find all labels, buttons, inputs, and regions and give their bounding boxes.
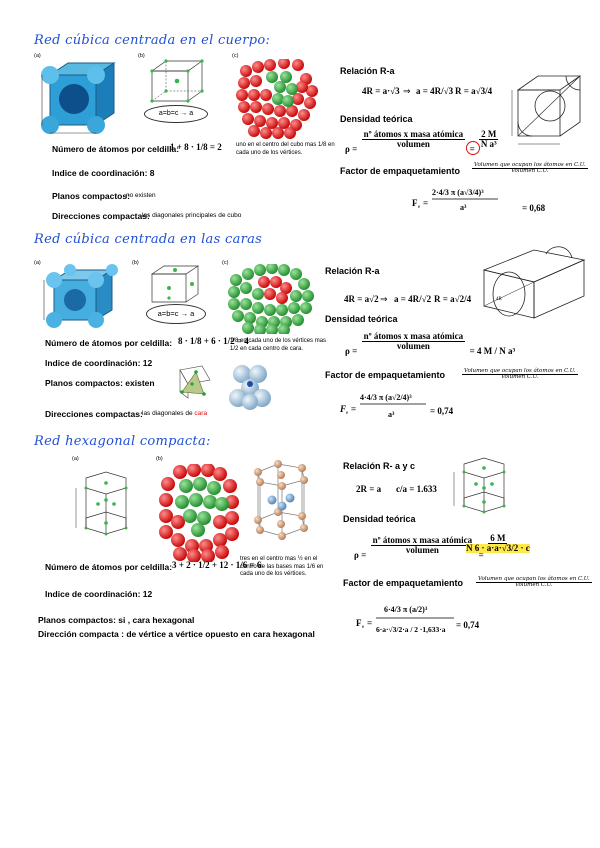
density-rhs: = 4 M / N a³ bbox=[470, 346, 516, 356]
section1-relation-formula-2: a = 4R/√3 bbox=[416, 86, 453, 96]
density-rhs-denominator: N 6 · a·a·√3/2 · c bbox=[466, 544, 530, 553]
section1-density-title: Densidad teórica bbox=[340, 114, 413, 124]
density-denominator: volumen bbox=[406, 546, 439, 555]
section1-atoms-label: Número de átomos por celdilla: bbox=[52, 144, 179, 154]
section1-relation-formula-1: 4R = a·√3 bbox=[362, 86, 400, 96]
lattice-parameter-label: a=b=c → a bbox=[144, 105, 208, 123]
section1-coordination: Indice de coordinación: 8 bbox=[52, 168, 155, 178]
section3-directions: Dirección compacta : de vértice a vértic… bbox=[38, 629, 315, 639]
section2-packing-title: Factor de empaquetamiento bbox=[325, 370, 445, 380]
figure-label: (b) bbox=[132, 260, 139, 266]
section3-relation-formula-2: c/a = 1.633 bbox=[396, 484, 437, 494]
svg-text:4·4/3 π (a√2/4)³: 4·4/3 π (a√2/4)³ bbox=[360, 393, 412, 402]
section1-directions-label: Direcciones compactas: bbox=[52, 211, 150, 221]
svg-text:a³: a³ bbox=[460, 203, 467, 212]
section3-packing-formula: F e = 6·4/3 π (a/2)³ 6·a·√3/2·a / 2 ·1,6… bbox=[356, 596, 456, 651]
section2-atoms-formula: 8 · 1/8 + 6 · 1/2 = 4 bbox=[178, 336, 249, 346]
svg-text:4R: 4R bbox=[496, 297, 503, 302]
section1-title: Red cúbica centrada en el cuerpo: bbox=[34, 33, 270, 48]
svg-text:=: = bbox=[351, 404, 356, 414]
section1-relation-title: Relación R-a bbox=[340, 66, 395, 76]
section2-relation-title: Relación R-a bbox=[325, 266, 380, 276]
density-rhs-denominator: N a³ bbox=[481, 140, 497, 149]
density-denominator: volumen bbox=[397, 342, 430, 351]
section3-atoms-formula: 3 + 2 · 1/2 + 12 · 1/6 = 6 bbox=[172, 560, 261, 570]
bcc-diagonal-cube-illustration bbox=[508, 70, 588, 150]
section2-density-title: Densidad teórica bbox=[325, 314, 398, 324]
svg-text:e: e bbox=[418, 205, 421, 210]
section2-atoms-label: Número de átomos por celdilla: bbox=[45, 338, 172, 348]
fcc-face-diagonal-illustration: 4R bbox=[476, 240, 594, 320]
section1-planes-value: no existen bbox=[126, 192, 156, 199]
section2-relation-formula-2: a = 4R/√2 bbox=[394, 294, 431, 304]
section3-coordination: Indice de coordinación: 12 bbox=[45, 589, 152, 599]
section3-packing-title: Factor de empaquetamiento bbox=[343, 578, 463, 588]
lattice-parameter-label: a=b=c → a bbox=[146, 304, 206, 324]
svg-text:6·4/3 π (a/2)³: 6·4/3 π (a/2)³ bbox=[384, 605, 428, 614]
packing-denominator: Volumen C.U. bbox=[501, 375, 538, 381]
figure-label: (a) bbox=[72, 456, 79, 462]
bcc-wire-cell-figure: (b) a=b=c → a bbox=[138, 53, 218, 141]
bcc-atom-stack-figure: (c) bbox=[232, 53, 324, 139]
section2-coordination: Indice de coordinación: 12 bbox=[45, 358, 152, 368]
section3-relation-formula-1: 2R = a bbox=[356, 484, 381, 494]
directions-text: las diagonales de bbox=[142, 410, 193, 417]
section1-packing-formula: F e = 2·4/3 π (a√3/4)³ a³ bbox=[412, 184, 532, 223]
svg-text:e: e bbox=[362, 625, 365, 630]
directions-highlight: cara bbox=[194, 410, 207, 417]
highlight-circle bbox=[466, 141, 480, 155]
section2-packing-result: = 0,74 bbox=[430, 406, 453, 416]
section2-packing-definition: Volumen que ocupan los átomos en C.U.Vol… bbox=[462, 366, 578, 384]
section2-planes: Planos compactos: existen bbox=[45, 378, 155, 388]
section3-packing-result: = 0,74 bbox=[456, 620, 479, 630]
fcc-wire-cell-figure: (b) a=b=c → a bbox=[132, 260, 218, 332]
section3-density-title: Densidad teórica bbox=[343, 514, 416, 524]
hcp-atom-stack-figure: (b) bbox=[156, 456, 240, 562]
section1-caption: uno en el centro del cubo mas 1/8 en cad… bbox=[236, 142, 336, 157]
section1-packing-definition: Volumen que ocupan los átomos en C.U.Vol… bbox=[472, 160, 588, 178]
close-packed-spheres-illustration bbox=[228, 362, 274, 410]
fcc-unit-cell-figure: (a) bbox=[34, 260, 126, 330]
section1-directions-value: las diagonales principales de cubo bbox=[142, 212, 241, 219]
section3-atoms-label: Número de átomos por celdilla: bbox=[45, 562, 172, 572]
section2-relation-formula-1: 4R = a√2 bbox=[344, 294, 379, 304]
section1-packing-title: Factor de empaquetamiento bbox=[340, 166, 460, 176]
svg-text:=: = bbox=[423, 198, 428, 208]
section2-packing-formula: F e = 4·4/3 π (a√2/4)³ a³ bbox=[340, 386, 430, 431]
section1-atoms-formula: 1 + 8 · 1/8 = 2 bbox=[170, 142, 222, 152]
section3-planes: Planos compactos: si , cara hexagonal bbox=[38, 615, 194, 625]
section2-title: Red cúbica centrada en las caras bbox=[34, 232, 262, 247]
section2-relation-formula-3: R = a√2/4 bbox=[434, 294, 471, 304]
svg-text:2·4/3 π (a√3/4)³: 2·4/3 π (a√3/4)³ bbox=[432, 188, 484, 197]
section3-packing-definition: Volumen que ocupan los átomos en C.U.Vol… bbox=[476, 574, 592, 592]
figure-label: (b) bbox=[156, 456, 163, 462]
packing-denominator: Volumen C.U. bbox=[511, 169, 548, 175]
hcp-unit-cell-illustration bbox=[446, 452, 526, 522]
packing-denominator: Volumen C.U. bbox=[515, 583, 552, 589]
section1-packing-result: = 0,68 bbox=[522, 203, 545, 213]
section1-planes-label: Planos compactos: bbox=[52, 191, 130, 201]
section1-relation-formula-3: R = a√3/4 bbox=[455, 86, 492, 96]
section3-title: Red hexagonal compacta: bbox=[34, 434, 211, 449]
fcc-atom-stack-figure: (c) bbox=[222, 260, 320, 334]
section3-relation-title: Relación R- a y c bbox=[343, 461, 415, 471]
implies-arrow: ⇒ bbox=[403, 86, 411, 97]
hcp-ball-model-figure bbox=[248, 458, 314, 550]
hcp-wire-cell-figure: (a) bbox=[72, 456, 142, 542]
close-packed-plane-illustration bbox=[172, 362, 216, 400]
svg-text:e: e bbox=[346, 411, 349, 416]
svg-text:6·a·√3/2·a / 2 ·1,633·a: 6·a·√3/2·a / 2 ·1,633·a bbox=[376, 625, 446, 634]
implies-arrow: ⇒ bbox=[380, 294, 388, 305]
density-denominator: volumen bbox=[397, 140, 430, 149]
svg-text:a³: a³ bbox=[388, 410, 395, 419]
section2-directions-value: las diagonales de cara bbox=[142, 410, 207, 417]
section2-directions-label: Direcciones compactas: bbox=[45, 409, 143, 419]
bcc-unit-cell-figure: (a) bbox=[34, 53, 124, 137]
svg-text:=: = bbox=[367, 618, 372, 628]
